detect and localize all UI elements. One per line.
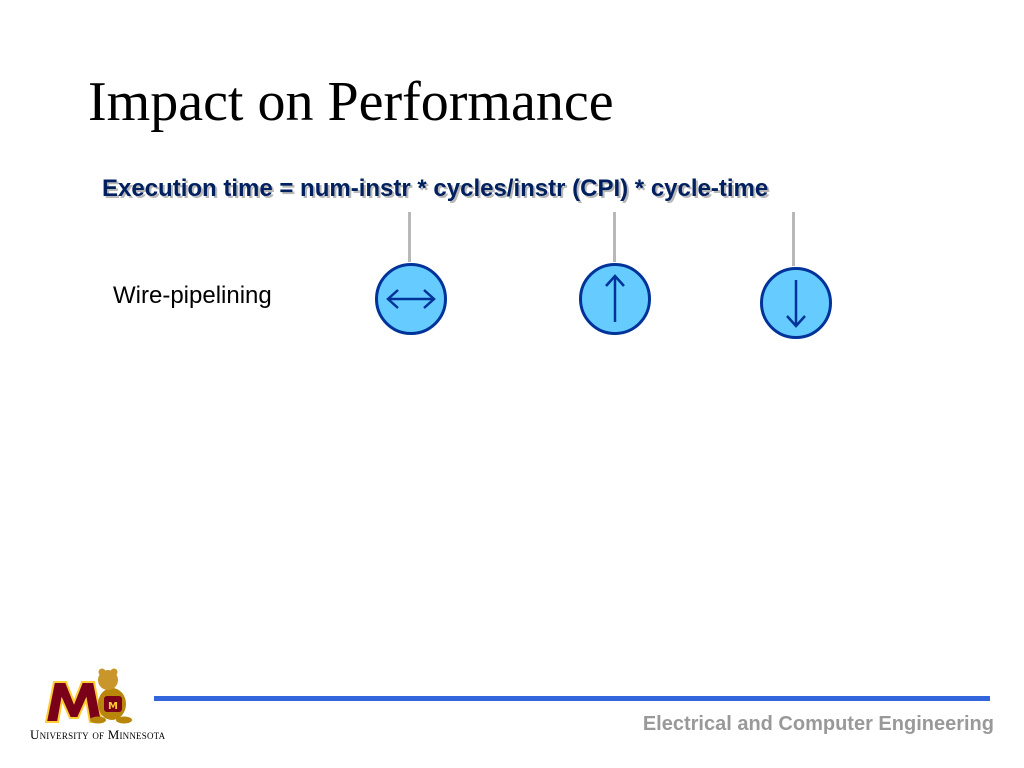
cpi-indicator	[579, 263, 651, 335]
gopher-mascot-icon: M	[90, 668, 132, 724]
left-right-arrow-icon	[386, 289, 436, 309]
university-logo: M	[28, 664, 200, 746]
slide-title: Impact on Performance	[88, 71, 614, 133]
up-arrow-icon	[605, 274, 625, 322]
wire-pipelining-label: Wire-pipelining	[113, 282, 272, 309]
down-arrow-icon	[786, 280, 806, 328]
num-instr-indicator	[375, 263, 447, 335]
connector-cpi	[613, 212, 616, 262]
connector-cycle-time	[792, 212, 795, 266]
cycle-time-indicator	[760, 267, 832, 339]
logo-letter: M	[108, 701, 118, 712]
department-name: Electrical and Computer Engineering	[642, 713, 994, 735]
footer-divider	[154, 696, 990, 701]
university-name: University of Minnesota	[30, 727, 166, 742]
block-m-icon	[44, 681, 104, 723]
connector-num-instr	[408, 212, 411, 262]
formula-text: Execution time = num-instr * cycles/inst…	[102, 175, 769, 202]
